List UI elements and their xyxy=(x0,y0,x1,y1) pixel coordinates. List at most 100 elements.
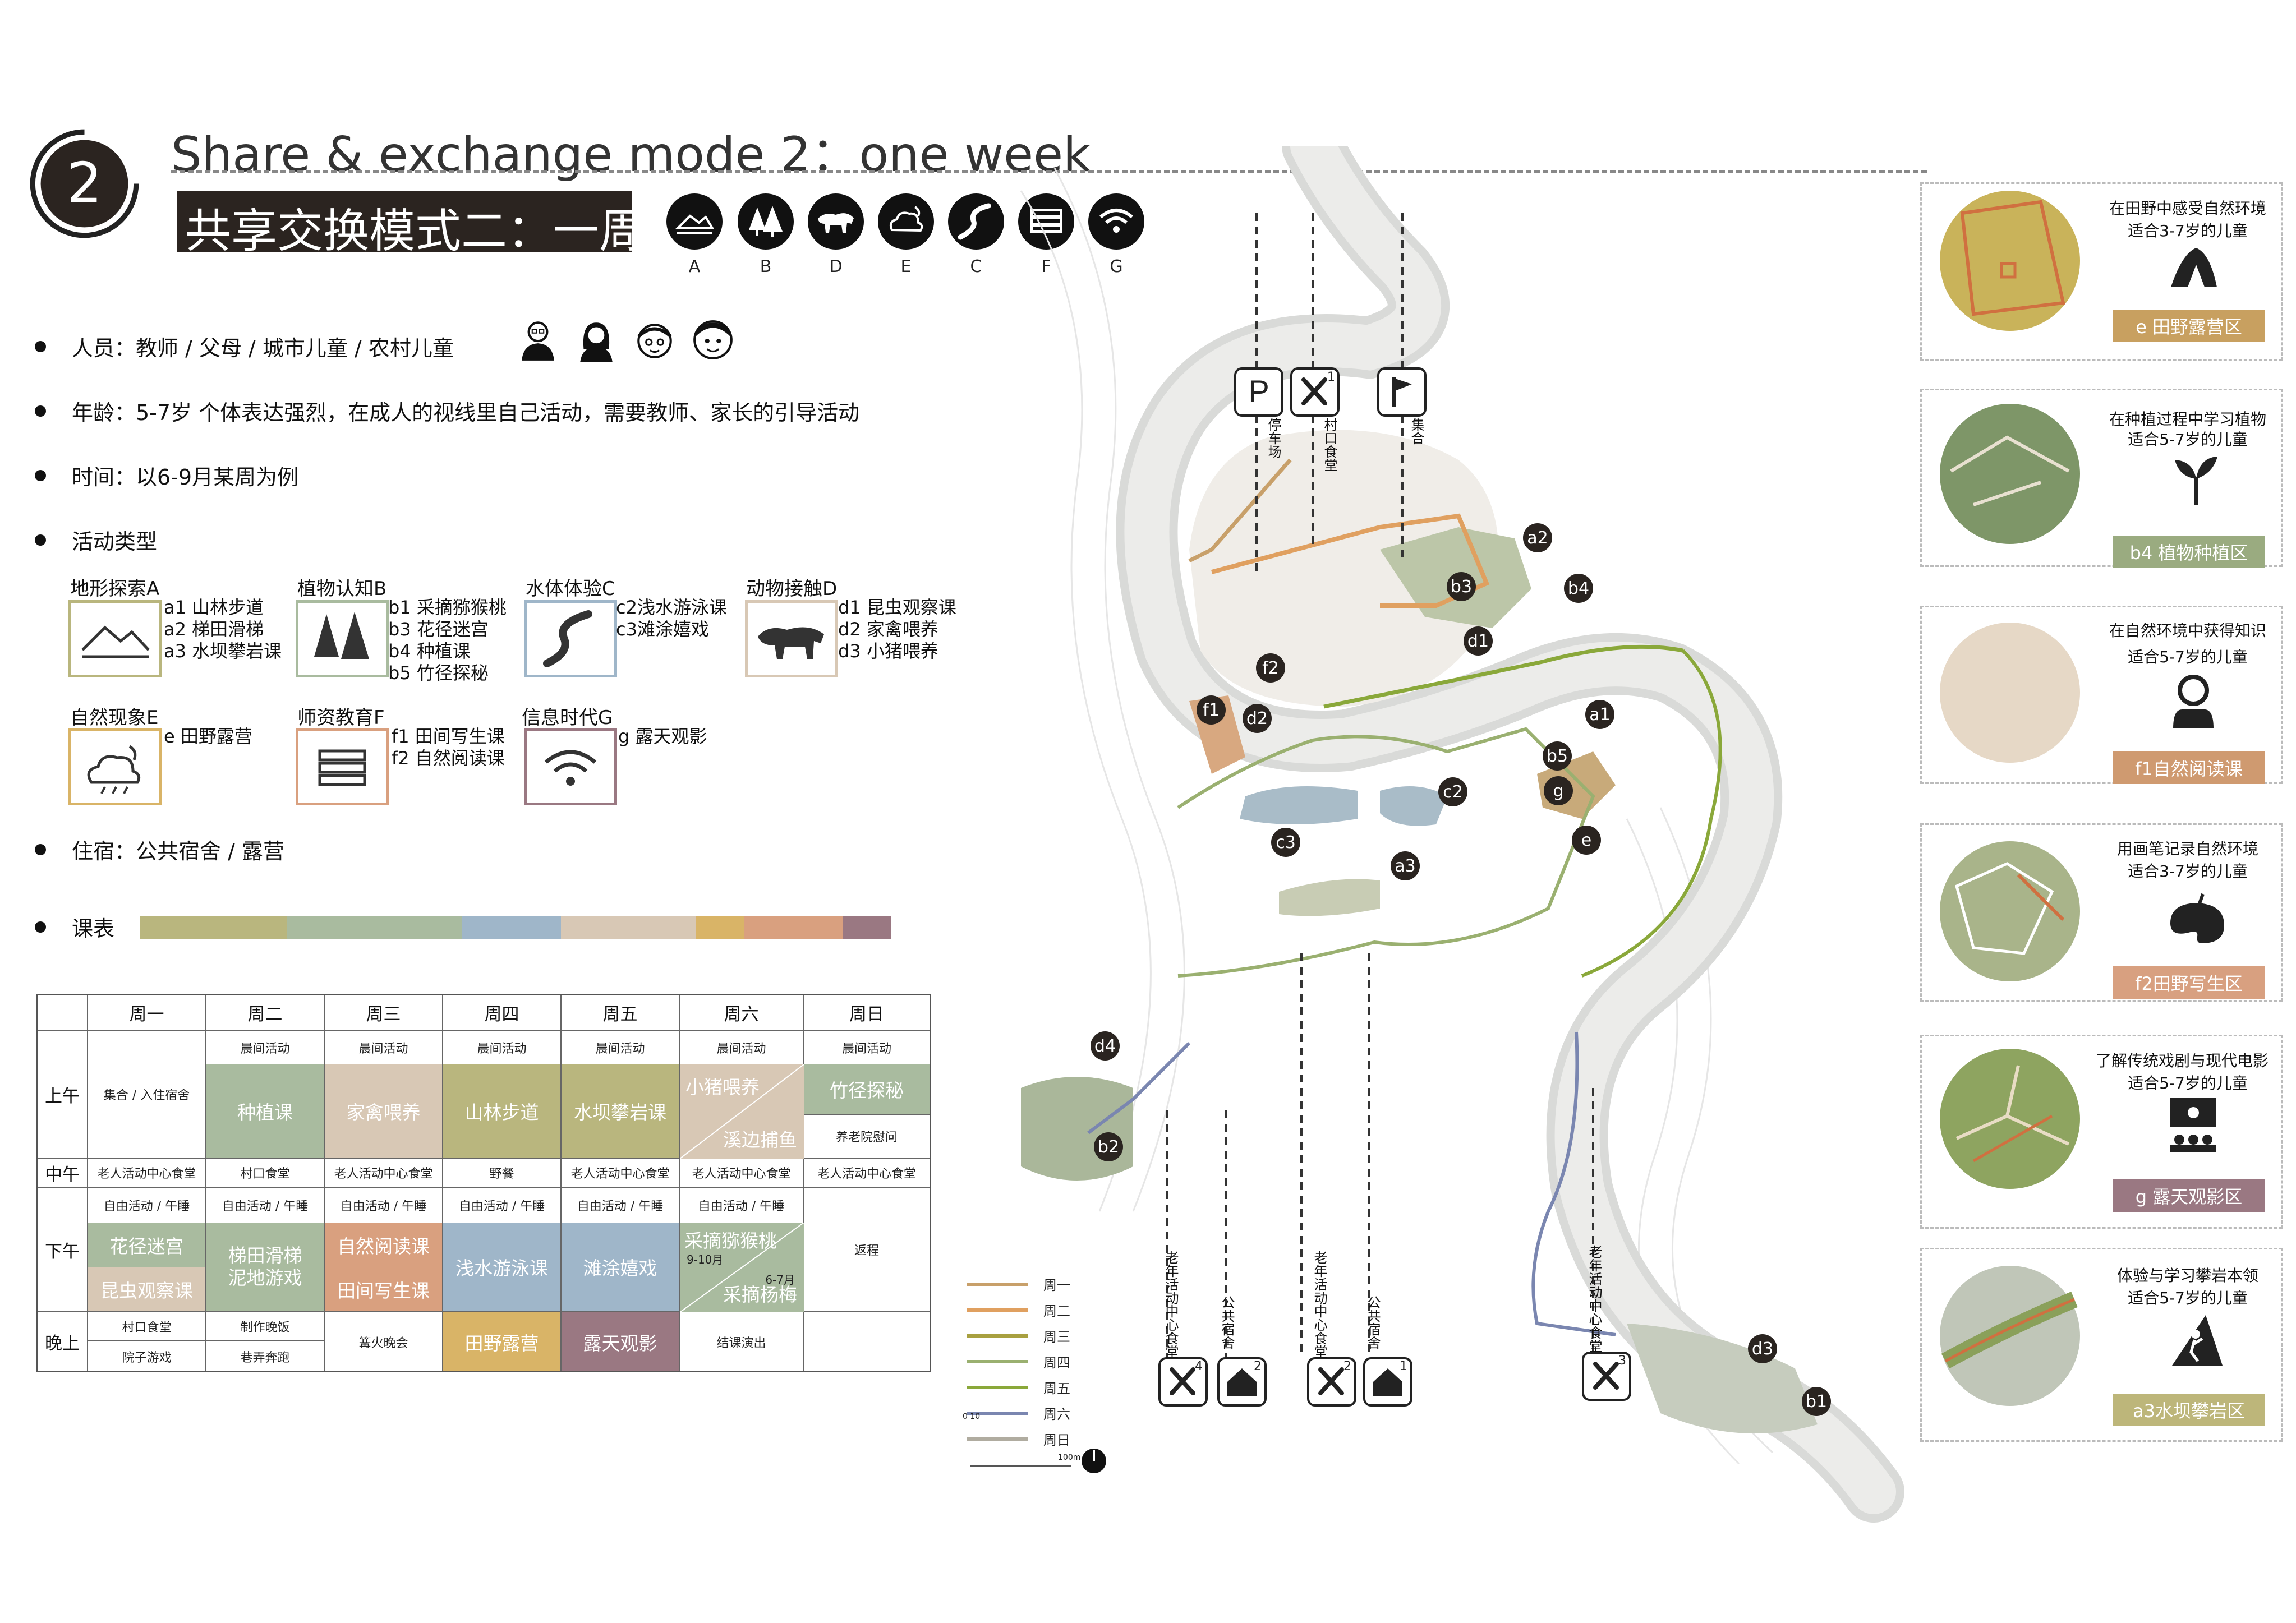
activity-item: a2 梯田滑梯 xyxy=(164,619,264,640)
activity-item: a3 水坝攀岩课 xyxy=(164,640,282,662)
zone-thumbnail xyxy=(1940,191,2080,331)
zone-tag: a3水坝攀岩区 xyxy=(2113,1394,2265,1426)
legend-swatch xyxy=(967,1360,1028,1363)
map-marker[interactable]: f1 xyxy=(1197,695,1226,725)
class-block: 家禽喂养 xyxy=(325,1064,443,1159)
split-diagonal xyxy=(680,1223,804,1312)
legend-label: 周一 xyxy=(1043,1278,1070,1293)
activity-title-a: 地形探索A xyxy=(70,578,160,600)
morning-header: 晨间活动 xyxy=(443,1031,562,1064)
noon-meal: 老人活动中心食堂 xyxy=(804,1159,930,1188)
activity-item: b3 花径迷宫 xyxy=(388,619,489,640)
period-label-evening: 晚上 xyxy=(38,1312,88,1371)
category-letter-b: B xyxy=(760,257,772,276)
afternoon-header: 自由活动 / 午睡 xyxy=(325,1188,443,1223)
climber-icon xyxy=(2172,1315,2223,1366)
noon-meal: 老人活动中心食堂 xyxy=(88,1159,206,1188)
legend-label: 周三 xyxy=(1043,1329,1070,1345)
map-marker[interactable]: d3 xyxy=(1748,1334,1777,1363)
home-icon[interactable] xyxy=(1217,1357,1267,1407)
pond-c3 xyxy=(1240,786,1358,824)
cloud-moon-icon xyxy=(68,728,162,805)
route-friday xyxy=(1323,644,1683,709)
morning-header: 晨间活动 xyxy=(680,1031,804,1064)
period-label-afternoon: 下午 xyxy=(38,1188,88,1312)
class-block: 滩涂嬉戏 xyxy=(562,1223,680,1312)
stream-icon xyxy=(524,600,617,677)
map-marker[interactable]: d2 xyxy=(1243,704,1272,733)
age-text: 年龄：5-7岁 个体表达强烈，在成人的视线里自己活动，需要教师、家长的引导活动 xyxy=(72,400,860,425)
noon-meal: 野餐 xyxy=(443,1159,562,1188)
route-saturday-south xyxy=(1531,1031,1616,1336)
period-label-morning: 上午 xyxy=(38,1031,88,1159)
legend-swatch xyxy=(967,1386,1028,1389)
page-title-en: Share & exchange mode 2：one week xyxy=(171,127,1091,183)
map-marker[interactable]: c2 xyxy=(1438,777,1467,806)
pin-number: 4 xyxy=(1195,1359,1203,1373)
activity-item: b5 竹径探秘 xyxy=(388,662,489,684)
pin-number: 1 xyxy=(1400,1359,1407,1373)
season-note: 6-7月 xyxy=(765,1273,795,1287)
dining-icon[interactable] xyxy=(1158,1357,1208,1407)
legend-swatch xyxy=(967,1308,1028,1312)
card-line2: 适合5-7岁的儿童 xyxy=(2128,1074,2248,1092)
map-marker[interactable]: b5 xyxy=(1543,741,1572,771)
dining-icon[interactable] xyxy=(1582,1352,1631,1401)
day-header: 周六 xyxy=(680,995,804,1031)
map-marker[interactable]: b1 xyxy=(1802,1387,1831,1416)
accommodation-text: 住宿：公共宿舍 / 露营 xyxy=(72,839,284,864)
category-letter-f: F xyxy=(1041,257,1051,276)
class-block: 采摘猕猴桃 xyxy=(684,1230,777,1252)
north-arrow-icon xyxy=(1082,1449,1106,1473)
map-marker[interactable]: f2 xyxy=(1256,653,1285,683)
afternoon-header: 自由活动 / 午睡 xyxy=(562,1188,680,1223)
activity-item: d2 家禽喂养 xyxy=(838,619,938,640)
teacher-icon xyxy=(522,321,554,361)
split-diagonal xyxy=(680,1064,804,1159)
mode-number: 2 xyxy=(66,150,103,216)
class-block: 山林步道 xyxy=(443,1064,562,1159)
activity-item: d1 昆虫观察课 xyxy=(838,597,956,618)
pin-label: 村口食堂 xyxy=(1322,418,1337,472)
map-marker[interactable]: b4 xyxy=(1564,574,1593,603)
stream-icon xyxy=(948,193,1004,250)
flag-icon[interactable] xyxy=(1377,367,1427,417)
map-marker[interactable]: d1 xyxy=(1464,626,1493,656)
class-block: 露天观影 xyxy=(562,1312,680,1371)
map-marker[interactable]: d4 xyxy=(1091,1031,1120,1061)
dining-icon[interactable] xyxy=(1307,1357,1356,1407)
map-marker[interactable]: b2 xyxy=(1094,1132,1123,1161)
class-block: 浅水游泳课 xyxy=(443,1223,562,1312)
parking-icon[interactable]: P xyxy=(1234,367,1283,417)
category-letter-e: E xyxy=(900,257,912,276)
sun-afternoon: 返程 xyxy=(804,1188,930,1312)
activity-item: f2 自然阅读课 xyxy=(392,748,505,769)
map-marker[interactable]: a3 xyxy=(1391,851,1420,880)
evening-item: 巷弄奔跑 xyxy=(206,1341,325,1371)
morning-header: 晨间活动 xyxy=(325,1031,443,1064)
activity-list-a: a1 山林步道 a2 梯田滑梯 a3 水坝攀岩课 xyxy=(164,597,282,662)
map-marker[interactable]: a2 xyxy=(1523,523,1552,552)
wifi-icon xyxy=(524,728,617,805)
class-block: 花径迷宫 xyxy=(88,1223,206,1267)
route-friday-loop xyxy=(1581,649,1722,978)
morning-header: 晨间活动 xyxy=(562,1031,680,1064)
map-marker[interactable]: c3 xyxy=(1271,828,1300,857)
class-block: 田野露营 xyxy=(443,1312,562,1371)
card-line2: 适合5-7岁的儿童 xyxy=(2128,430,2248,449)
bullet-dot xyxy=(35,341,46,352)
legend-label: 周六 xyxy=(1043,1407,1070,1422)
sprout-icon xyxy=(2175,457,2217,505)
home-icon[interactable] xyxy=(1363,1357,1412,1407)
map-marker[interactable]: e xyxy=(1572,826,1601,855)
map-marker[interactable]: b3 xyxy=(1447,572,1476,601)
zone-tag: g 露天观影区 xyxy=(2113,1179,2265,1212)
dining-icon[interactable] xyxy=(1290,367,1340,417)
schedule-bar-c xyxy=(462,916,561,939)
map-marker[interactable]: g xyxy=(1544,776,1573,805)
activity-list-g: g 露天观影 xyxy=(618,726,707,748)
bull-icon xyxy=(745,600,838,677)
day-header: 周一 xyxy=(88,995,206,1031)
activity-list-d: d1 昆虫观察课 d2 家禽喂养 d3 小猪喂养 xyxy=(838,597,956,662)
map-marker[interactable]: a1 xyxy=(1585,700,1614,729)
